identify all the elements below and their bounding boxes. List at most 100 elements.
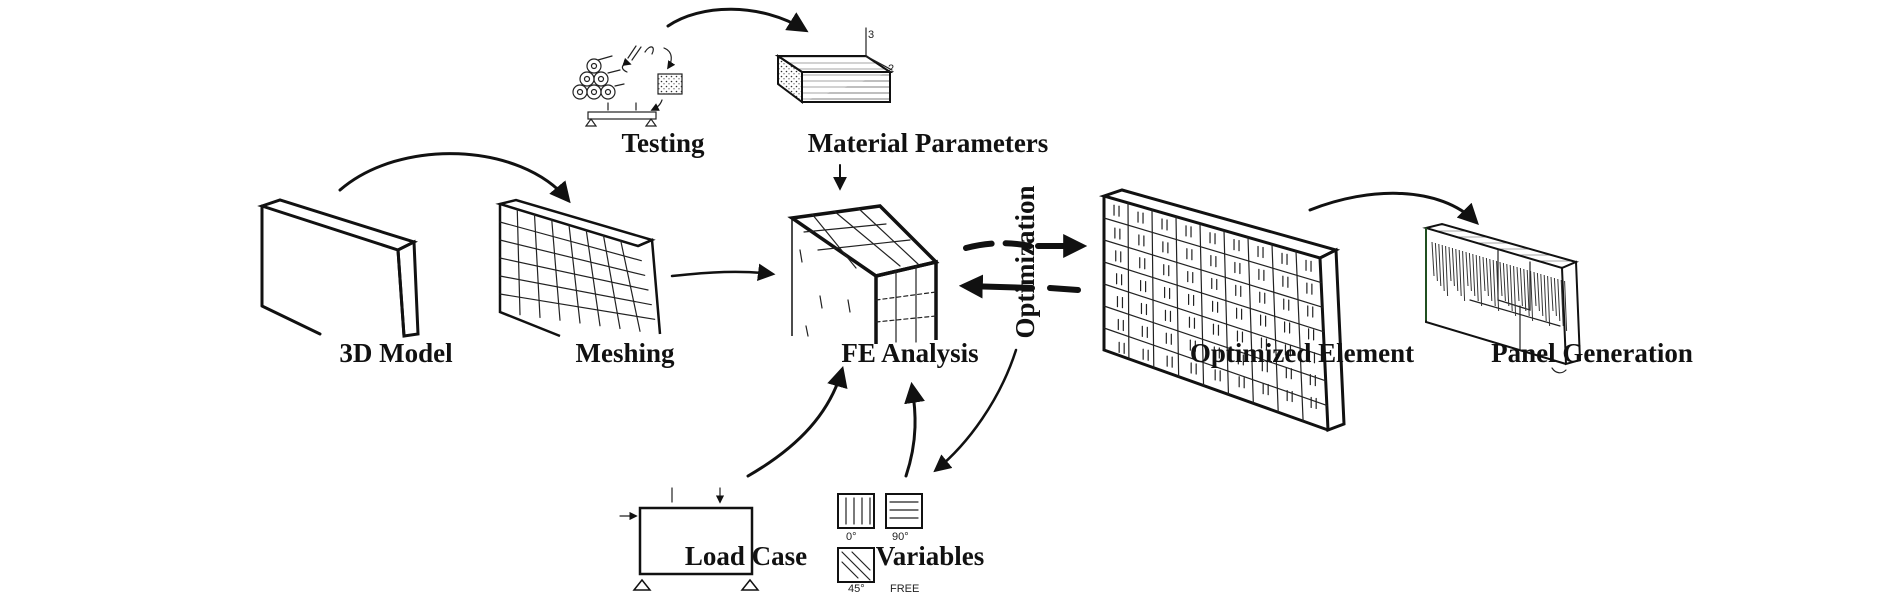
grain-line [1509,264,1513,312]
grid-line [1103,305,1327,382]
loadcase-to-fe-arrow [746,365,848,478]
grain-line [1550,276,1554,312]
sample-arrow [663,47,676,70]
grain-line [1465,251,1469,287]
grain-line [1543,274,1547,322]
mesh-line [499,221,642,262]
panel-generation-label: Panel Generation [1491,338,1693,368]
specimen-sample-icon [657,73,683,95]
shavings-arrow [621,57,632,73]
grain-line [1540,273,1544,317]
grain-line [1492,259,1496,307]
grain-line [1468,252,1472,292]
load-case-label: Load Case [685,541,807,571]
grain-line [1479,255,1483,307]
optimization-return-arrow [958,274,1035,299]
grain-line [1530,270,1534,322]
optimization-to-variables-arrow [933,348,1018,473]
grain-line [1455,248,1459,292]
grid-line [1103,327,1328,407]
optimization-loop: Optimization [958,186,1088,339]
free-label: FREE [890,583,919,593]
optimized-element-illustration: Optimized Element [1098,188,1414,433]
grain-line [1472,253,1476,297]
grain-line [1445,245,1449,297]
meshing-to-fe-arrow [670,263,776,281]
optimization-forward-bar [963,240,1033,251]
fe-analysis-label: FE Analysis [841,338,978,368]
grain-line [1564,280,1568,332]
grain-line [1499,261,1503,297]
testing-to-material-arrow [666,7,809,33]
3d-model-label: 3D Model [339,338,453,368]
angle-45-label: 45° [848,583,865,593]
model-to-meshing-arrow [338,152,571,204]
material-parameters-illustration: 3 2 Material Parameters [774,27,1049,158]
grid-line [1175,216,1180,378]
mesh-line [499,275,652,306]
angle-0-label: 0° [846,531,857,543]
variables-to-fe-arrow [904,381,925,478]
grain-line [1536,272,1540,312]
grain-line [1547,275,1551,327]
grid-line [1103,217,1322,284]
grid-line [1295,250,1304,422]
grid-line [1103,239,1323,308]
grain-line [1557,278,1561,322]
variables-illustration: 0° 90° 45° FREE Variables [837,493,985,593]
grain-line [1475,254,1479,302]
testing-illustration: Testing [572,45,705,158]
axis-2-label: 2 [888,63,894,75]
optimization-return-bar [1047,285,1081,293]
grid-line [1223,229,1230,396]
test-arrow [650,99,663,111]
mesh-line [499,293,656,320]
load-case-illustration: Load Case [619,487,807,591]
grid-line [1103,283,1326,357]
panel-generation-illustration: Panel Generation [1422,222,1693,374]
grain-line [1506,263,1510,307]
grid-line [1247,236,1254,404]
grain-line [1441,244,1445,292]
grain-line [1516,266,1520,302]
grain-line [1533,271,1537,307]
wood-shavings-icon [627,45,654,61]
variables-label: Variables [876,541,985,571]
optimized-element-label: Optimized Element [1190,338,1414,368]
grain-line [1438,243,1442,287]
bending-test-icon [584,102,658,127]
grain-line [1451,247,1455,287]
material-parameters-label: Material Parameters [808,128,1049,158]
grid-line [1271,243,1279,413]
optimization-label: Optimization [1010,186,1040,339]
material-axes-icon [865,27,893,71]
grain-line [1496,260,1500,312]
grain-line [1489,258,1493,302]
load-arrows [671,487,720,502]
grain-line [1482,256,1486,292]
grain-line [1523,268,1527,312]
panel-tail-mark [1551,367,1567,374]
grain-line [1448,246,1452,282]
grain-line [1560,279,1564,327]
grid-line [1127,202,1130,360]
fe-analysis-illustration: FE Analysis [787,204,979,368]
mesh-line [499,257,649,291]
meshing-illustration: Meshing [495,198,675,368]
grain-line [1513,265,1517,317]
mesh-line [499,239,646,276]
grid-line [1199,222,1205,387]
grain-line [1434,242,1438,282]
optimized-to-panel-arrow [1308,191,1479,225]
log-pile-icon [572,55,625,100]
grain-line [1485,257,1489,297]
grain-line [1502,262,1506,302]
testing-label: Testing [621,128,705,158]
angle-90-label: 90° [892,531,909,543]
meshing-label: Meshing [575,338,675,368]
grain-line [1519,267,1523,307]
grain-line [1458,249,1462,297]
grain-line [1462,250,1466,302]
grain-line [1526,269,1530,317]
